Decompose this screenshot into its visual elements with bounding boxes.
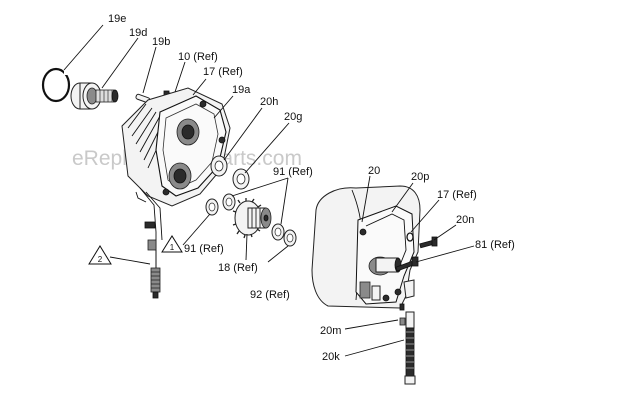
warning-triangle-2: 2 (88, 245, 112, 265)
label-19b: 19b (152, 36, 170, 48)
label-10-ref: 10 (Ref) (178, 51, 218, 63)
washer-91-left (205, 193, 236, 216)
gearbox-housing-19a (121, 87, 231, 270)
label-91-ref-top: 91 (Ref) (273, 166, 313, 178)
warning-triangle-1: 1 (161, 235, 183, 253)
washer-20g (232, 168, 250, 190)
label-20p: 20p (411, 171, 429, 183)
label-20: 20 (368, 165, 380, 177)
label-19e: 19e (108, 13, 126, 25)
clip-20m (399, 303, 406, 326)
screw-20n (419, 236, 438, 249)
label-91-ref-bottom: 91 (Ref) (184, 243, 224, 255)
shaft-19d (70, 82, 119, 110)
label-92-ref: 92 (Ref) (250, 289, 290, 301)
washer-91-right (271, 223, 285, 241)
retaining-ring-19e (41, 67, 71, 103)
label-18-ref: 18 (Ref) (218, 262, 258, 274)
label-20k: 20k (322, 351, 340, 363)
label-20h: 20h (260, 96, 278, 108)
label-17-ref-right: 17 (Ref) (437, 189, 477, 201)
label-81-ref: 81 (Ref) (475, 239, 515, 251)
label-19a: 19a (232, 84, 251, 96)
washer-17-right (406, 232, 414, 242)
label-19d: 19d (129, 27, 147, 39)
washer-92 (283, 229, 297, 247)
warning-number-1: 1 (170, 243, 175, 252)
label-20g: 20g (284, 111, 302, 123)
sensor-strip-20k (404, 311, 416, 385)
label-20n: 20n (456, 214, 474, 226)
label-20m: 20m (320, 325, 341, 337)
gear-18 (232, 198, 272, 239)
label-17-ref-left: 17 (Ref) (203, 66, 243, 78)
warning-number-2: 2 (98, 255, 103, 264)
cover-housing-20 (311, 185, 421, 309)
washer-20h (210, 155, 228, 177)
harness-connector (150, 250, 161, 299)
leader-lines (63, 24, 475, 357)
